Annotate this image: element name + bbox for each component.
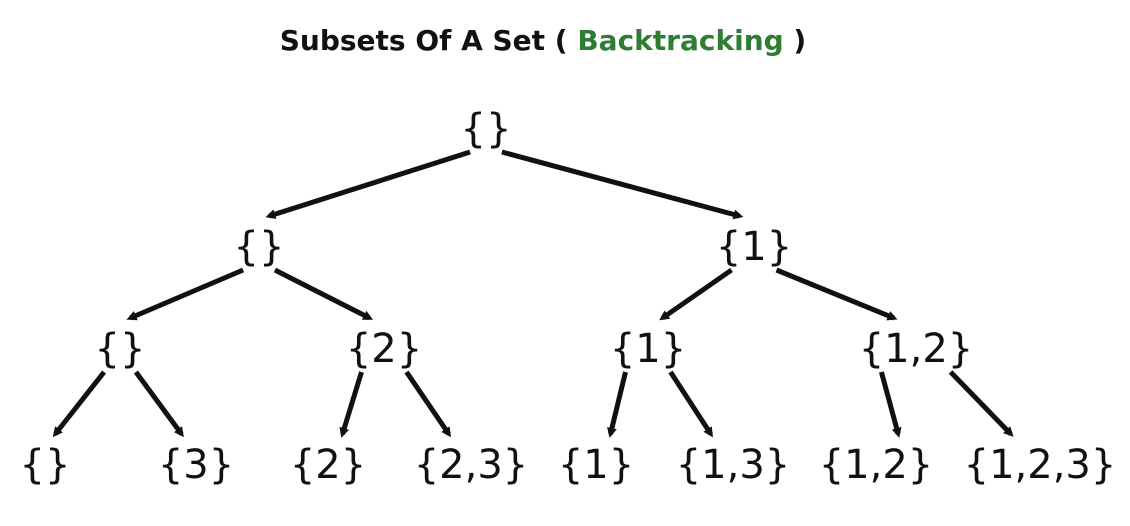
tree-node-root: {} [461, 106, 512, 152]
tree-edge-l2c-l3f [668, 370, 713, 438]
tree-node-l2d: {1,2} [859, 326, 974, 372]
tree-node-l1b: {1} [716, 224, 792, 270]
tree-node-l3h: {1,2,3} [964, 442, 1117, 488]
tree-edge-l1a-l2b [273, 267, 374, 321]
tree-edge-l2b-l3c [339, 371, 364, 438]
tree-edge-l2d-l3g [878, 371, 902, 438]
title-accent: Backtracking [577, 24, 783, 57]
tree-node-l3d: {2,3} [414, 442, 529, 488]
tree-node-l3g: {1,2} [819, 442, 934, 488]
tree-edge-l2a-l3b [133, 370, 184, 438]
tree-node-l3a: {} [20, 442, 71, 488]
tree-edge-l1b-l2d [775, 267, 898, 321]
tree-edge-l1a-l2a [126, 267, 245, 321]
title-prefix: Subsets Of A Set ( [280, 24, 578, 57]
tree-nodes: {} {} {1} {} {2} {1} {1,2} {} {3} {2} {2,3} {1} {1,3… [20, 106, 1117, 488]
tree-node-l3e: {1} [558, 442, 634, 488]
tree-node-l2a: {} [95, 326, 146, 372]
tree-node-l2b: {2} [346, 326, 422, 372]
tree-node-l3c: {2} [290, 442, 366, 488]
tree-edge-root-l1a [265, 149, 471, 219]
tree-node-l1a: {} [234, 224, 285, 270]
diagram-title: Subsets Of A Set ( Backtracking ) [280, 24, 806, 57]
tree-edges [52, 149, 1014, 438]
tree-edge-l2b-l3d [404, 370, 452, 438]
tree-node-l2c: {1} [610, 326, 686, 372]
tree-edge-l2c-l3e [607, 371, 628, 438]
tree-edge-l1b-l2c [659, 267, 733, 321]
tree-node-l3b: {3} [158, 442, 234, 488]
tree-edge-root-l1b [501, 149, 744, 220]
tree-edge-l2d-l3h [948, 370, 1014, 437]
tree-edge-l2a-l3a [52, 370, 107, 438]
title-suffix: ) [784, 24, 807, 57]
tree-node-l3f: {1,3} [676, 442, 791, 488]
